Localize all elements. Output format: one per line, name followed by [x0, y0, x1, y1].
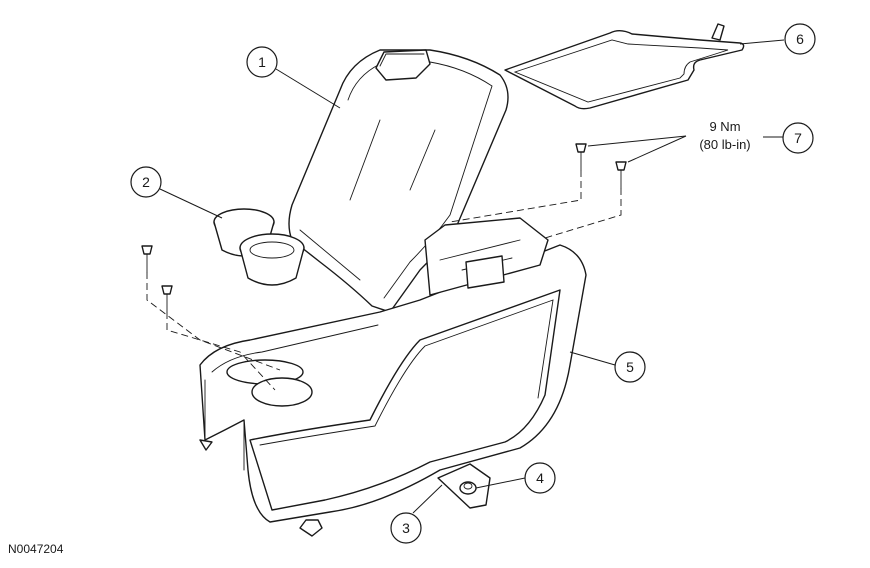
torque-spec-metric: 9 Nm: [709, 119, 740, 134]
svg-text:3: 3: [402, 520, 410, 536]
callout-1: 1: [246, 46, 278, 78]
callout-5: 5: [614, 351, 646, 383]
callout-4: 4: [524, 462, 556, 494]
callout-7: 7: [782, 122, 814, 154]
svg-text:7: 7: [794, 130, 802, 146]
callout-2: 2: [130, 166, 162, 198]
svg-text:1: 1: [258, 54, 266, 70]
leader-lines: [159, 39, 785, 514]
svg-text:5: 5: [626, 359, 634, 375]
svg-text:6: 6: [796, 31, 804, 47]
bolts-part: [141, 143, 627, 391]
console-body-part: [199, 217, 587, 537]
torque-spec-imperial: (80 lb-in): [699, 137, 750, 152]
console-tray-part: [504, 23, 745, 110]
callout-6: 6: [784, 23, 816, 55]
callout-3: 3: [390, 512, 422, 544]
svg-text:4: 4: [536, 470, 544, 486]
nut-part: [459, 481, 477, 495]
cup-holder-part: [213, 208, 305, 286]
figure-id: N0047204: [8, 542, 64, 556]
svg-text:2: 2: [142, 174, 150, 190]
torque-spec-label: 9 Nm (80 lb-in): [699, 119, 750, 152]
